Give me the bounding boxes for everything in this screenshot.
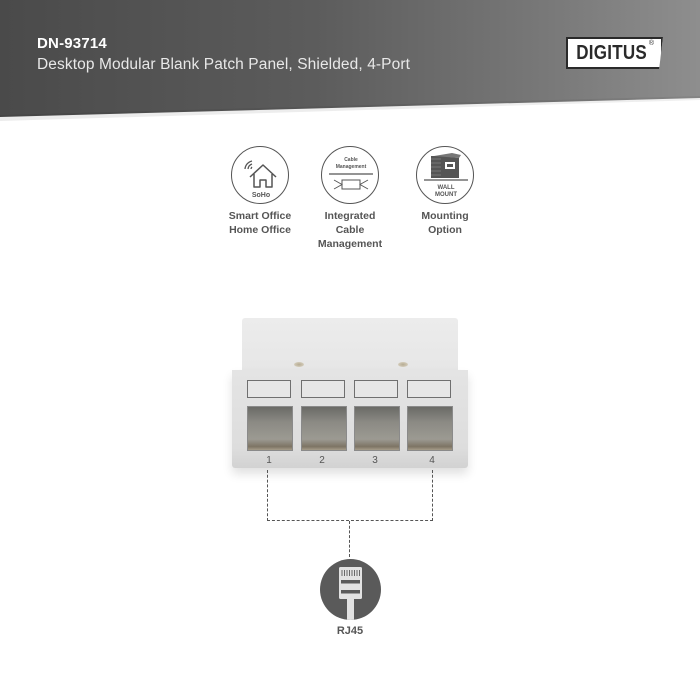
port-number-4: 4 (429, 455, 435, 466)
feature-soho: SoHo Smart Office Home Office (210, 146, 310, 237)
product-code: DN-93714 (37, 35, 107, 52)
feature-label-soho: Smart Office Home Office (228, 210, 292, 236)
svg-text:WALL: WALL (438, 185, 455, 191)
feature-label-cable-management: Integrated Cable Management (317, 210, 383, 250)
port-label-slot-2 (301, 380, 345, 398)
svg-text:MOUNT: MOUNT (435, 192, 457, 198)
cable-management-icon: Cable Management (321, 146, 379, 204)
soho-house-wifi-icon: SoHo (231, 146, 289, 204)
feature-wall-mount: WALL MOUNT Mounting Option (395, 146, 495, 237)
brand-logo: DIGITUS ® (566, 37, 663, 69)
dashed-line-center (349, 521, 350, 557)
dashed-line-port1 (267, 470, 268, 521)
port-label-slot-1 (247, 380, 291, 398)
product-description: Desktop Modular Blank Patch Panel, Shiel… (37, 56, 410, 73)
feature-cable-management: Cable Management Integrated Cable Manage… (300, 146, 400, 251)
svg-text:Management: Management (336, 164, 367, 170)
registered-mark: ® (648, 40, 654, 47)
port-opening-4 (407, 406, 453, 451)
dashed-line-horizontal (267, 520, 433, 521)
brand-logo-text: DIGITUS (576, 41, 647, 64)
feature-label-wall-mount: Mounting Option (421, 210, 469, 236)
port-opening-3 (354, 406, 400, 451)
svg-text:SoHo: SoHo (252, 192, 270, 199)
port-opening-2 (301, 406, 347, 451)
rj45-connector-icon (320, 559, 381, 620)
port-number-2: 2 (319, 455, 325, 466)
dashed-line-port4 (432, 470, 433, 521)
port-number-1: 1 (266, 455, 272, 466)
port-label-slot-4 (407, 380, 451, 398)
svg-text:Cable: Cable (344, 157, 358, 163)
rj45-label: RJ45 (336, 625, 364, 637)
port-label-slot-3 (354, 380, 398, 398)
port-number-3: 3 (372, 455, 378, 466)
port-opening-1 (247, 406, 293, 451)
screw-left (294, 362, 304, 367)
screw-right (398, 362, 408, 367)
patch-panel-top (242, 318, 458, 373)
wall-mount-icon: WALL MOUNT (416, 146, 474, 204)
